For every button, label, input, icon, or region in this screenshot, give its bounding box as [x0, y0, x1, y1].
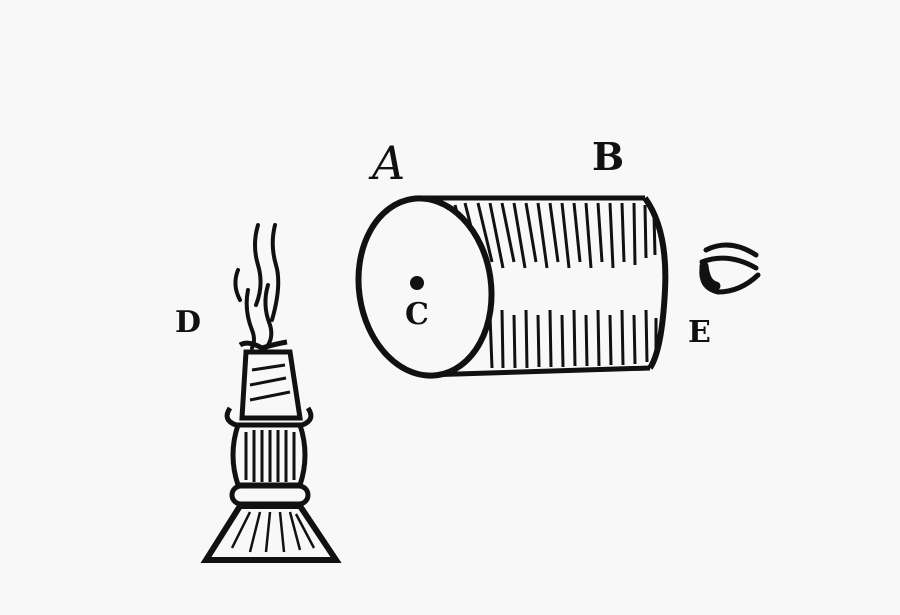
label-d: D — [175, 305, 202, 340]
label-c: C — [405, 297, 429, 332]
label-b: B — [592, 134, 625, 179]
cylinder — [355, 195, 669, 379]
aperture-dot — [410, 276, 424, 290]
candle — [200, 223, 342, 563]
label-a: A — [372, 136, 406, 190]
eye-icon — [699, 242, 761, 295]
label-e: E — [688, 315, 711, 350]
